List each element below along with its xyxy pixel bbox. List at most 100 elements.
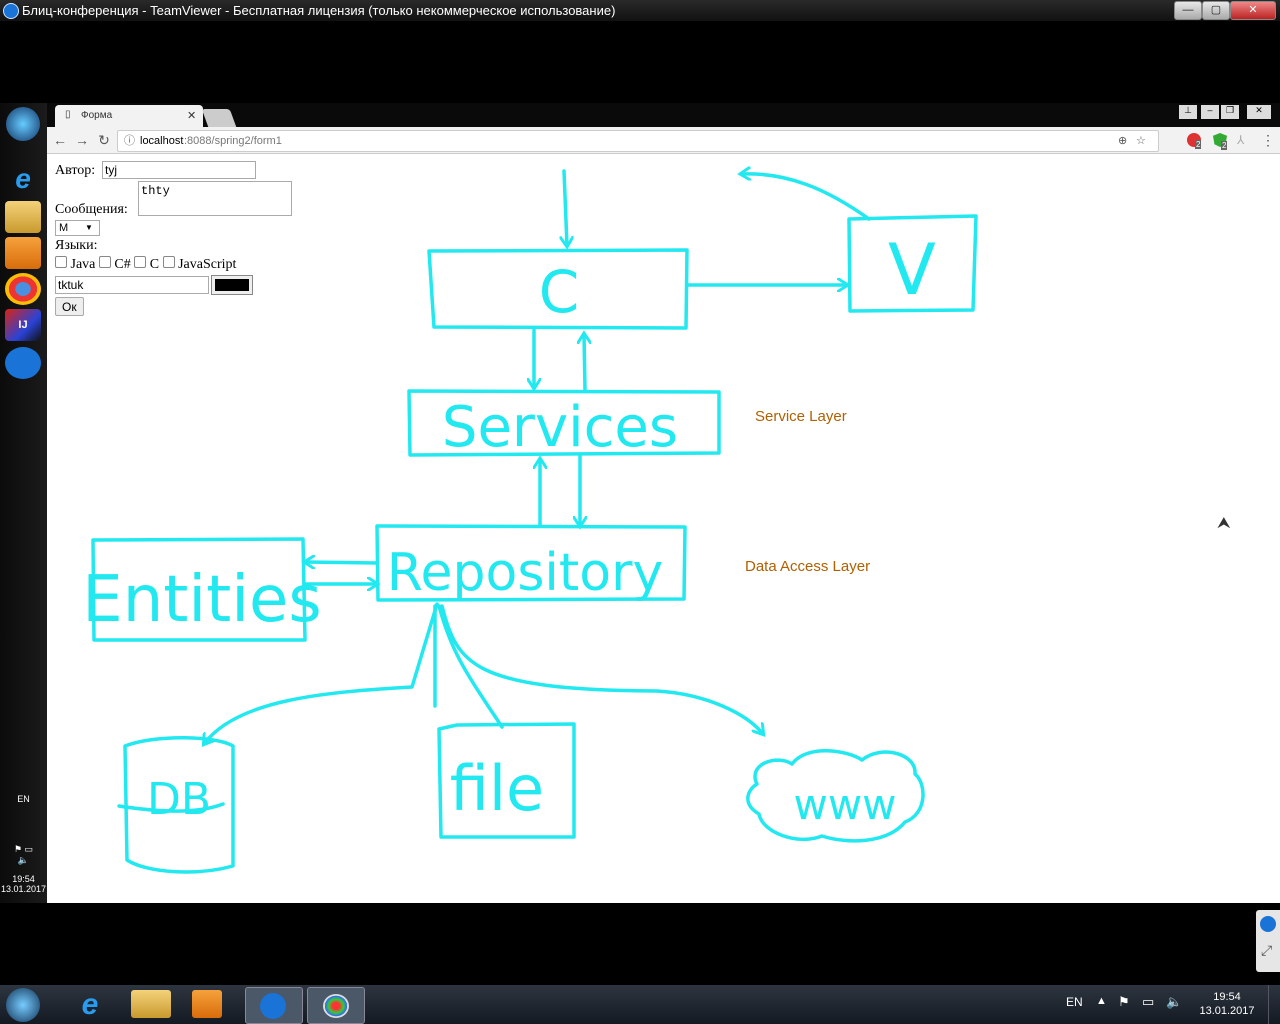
controller-box bbox=[427, 248, 689, 330]
shield-badge: 2 bbox=[1221, 141, 1228, 150]
message-label: Сообщения: bbox=[55, 202, 128, 217]
gender-selected-value: M bbox=[59, 222, 69, 234]
file-explorer-icon[interactable] bbox=[5, 201, 41, 233]
text-input[interactable] bbox=[55, 276, 209, 294]
intellij-icon[interactable]: IJ bbox=[5, 309, 41, 341]
teamviewer-side-panel: ⤢ bbox=[1256, 910, 1280, 972]
taskbar-teamviewer-icon[interactable] bbox=[245, 987, 303, 1024]
media-player-icon[interactable] bbox=[5, 237, 41, 269]
adblock-extension-icon[interactable]: 2 bbox=[1187, 133, 1202, 149]
minimize-button[interactable]: — bbox=[1174, 1, 1202, 20]
teamviewer-panel-icon[interactable] bbox=[1260, 916, 1276, 932]
box-entities-label: Entities bbox=[82, 563, 321, 637]
maximize-button[interactable]: ▢ bbox=[1202, 1, 1230, 20]
remote-clock-date: 13.01.2017 bbox=[0, 884, 47, 894]
checkbox-java[interactable] bbox=[55, 256, 67, 268]
remote-tray-icons: ⚑ ▭🔈 bbox=[13, 844, 34, 865]
taskbar-media-player-icon[interactable] bbox=[192, 990, 222, 1018]
volume-muted-icon[interactable]: 🔈 bbox=[1166, 994, 1183, 1009]
remote-lang-indicator[interactable]: EN bbox=[17, 794, 30, 804]
tab-form[interactable]: ▯ Форма ✕ bbox=[55, 105, 203, 127]
internet-explorer-icon[interactable]: e bbox=[15, 163, 31, 194]
remote-clock-time: 19:54 bbox=[12, 874, 35, 884]
adblock-badge: 2 bbox=[1195, 140, 1202, 149]
mouse-cursor-icon: ⮝ bbox=[1217, 515, 1231, 532]
local-taskbar: e EN ▲ ⚑ ▭ 🔈 19:54 13.01.2017 bbox=[0, 985, 1280, 1024]
services-to-controller-arrow bbox=[584, 334, 585, 392]
network-icon[interactable]: ▭ bbox=[1142, 994, 1155, 1009]
remote-taskbar: e IJ bbox=[0, 103, 47, 903]
db-cylinder-band bbox=[117, 802, 225, 813]
url-host: localhost bbox=[140, 135, 184, 147]
close-button[interactable]: ✕ bbox=[1230, 1, 1276, 20]
lang-indicator[interactable]: EN bbox=[1066, 995, 1083, 1009]
pdf-extension-icon[interactable]: ⅄ bbox=[1237, 133, 1245, 147]
browser-toolbar: ← → ↻ ⓘ localhost :8088/spring2/form1 ⊕ … bbox=[47, 127, 1280, 154]
teamviewer-icon[interactable] bbox=[5, 347, 41, 379]
repository-box bbox=[375, 524, 687, 602]
languages-checkbox-group: Java C# C JavaScript bbox=[55, 256, 236, 273]
data-access-layer-label: Data Access Layer bbox=[745, 558, 871, 575]
box-services-label: Services bbox=[442, 395, 678, 460]
box-www-label: www bbox=[793, 780, 896, 829]
start-button[interactable] bbox=[6, 988, 40, 1022]
browser-minimize-button[interactable]: – bbox=[1201, 105, 1219, 119]
www-cloud bbox=[746, 749, 925, 843]
db-link bbox=[204, 602, 439, 744]
browser-close-button[interactable]: ✕ bbox=[1247, 105, 1271, 119]
menu-icon[interactable]: ⋮ bbox=[1261, 132, 1275, 148]
color-picker[interactable] bbox=[211, 275, 253, 295]
language-label-c: C bbox=[149, 257, 160, 272]
clock-time: 19:54 bbox=[1213, 991, 1241, 1003]
back-icon[interactable]: ← bbox=[53, 132, 67, 148]
taskbar-paint-icon[interactable] bbox=[307, 987, 365, 1024]
checkbox-csharp[interactable] bbox=[98, 256, 111, 268]
submit-button[interactable]: Ок bbox=[55, 297, 84, 316]
box-file-label: file bbox=[450, 752, 544, 825]
author-label: Автор: bbox=[55, 163, 96, 178]
remote-tray: EN ⚑ ▭🔈 19:54 13.01.2017 bbox=[0, 780, 47, 900]
forward-icon[interactable]: → bbox=[75, 132, 89, 148]
browser-maximize-button[interactable]: ❐ bbox=[1221, 105, 1239, 119]
tab-bar: ▯ Форма ✕ ⊥ – ❐ ✕ bbox=[47, 103, 1280, 127]
action-center-flag-icon[interactable]: ⚑ bbox=[1118, 994, 1130, 1009]
new-tab-button[interactable] bbox=[201, 109, 237, 127]
page-icon: ▯ bbox=[65, 109, 71, 120]
browser-user-icon[interactable]: ⊥ bbox=[1179, 105, 1197, 119]
address-bar[interactable]: ⓘ localhost :8088/spring2/form1 ⊕ ☆ bbox=[117, 130, 1159, 152]
taskbar-explorer-icon[interactable] bbox=[131, 990, 171, 1018]
teamviewer-icon bbox=[260, 993, 286, 1019]
language-label-javascript: JavaScript bbox=[178, 257, 237, 272]
fullscreen-icon[interactable]: ⤢ bbox=[1261, 942, 1273, 958]
service-layer-label: Service Layer bbox=[755, 408, 847, 425]
show-desktop-button[interactable] bbox=[1268, 985, 1280, 1024]
db-cylinder bbox=[123, 736, 235, 874]
language-label-java: Java bbox=[70, 257, 96, 272]
info-icon[interactable]: ⓘ bbox=[124, 135, 135, 147]
chrome-icon[interactable] bbox=[5, 273, 41, 305]
reload-icon[interactable]: ↻ bbox=[98, 132, 110, 148]
clock[interactable]: 19:54 13.01.2017 bbox=[1194, 990, 1260, 1018]
window-title: Блиц-конференция - TeamViewer - Бесплатн… bbox=[22, 3, 616, 18]
box-v-label: V bbox=[888, 229, 936, 311]
chevron-down-icon: ▼ bbox=[85, 223, 93, 232]
teamviewer-bottom-area bbox=[0, 903, 1280, 985]
checkbox-c[interactable] bbox=[134, 256, 147, 268]
remote-start-icon[interactable] bbox=[6, 107, 40, 141]
bookmark-star-icon[interactable]: ☆ bbox=[1136, 135, 1146, 147]
tab-title: Форма bbox=[81, 110, 113, 121]
checkbox-javascript[interactable] bbox=[162, 256, 175, 268]
page-content: Автор: thty Сообщения: M ▼ Языки: Java C… bbox=[47, 154, 1280, 903]
file-box bbox=[437, 722, 576, 839]
color-swatch bbox=[215, 279, 249, 291]
entities-box bbox=[91, 537, 307, 642]
taskbar-ie-icon[interactable]: e bbox=[81, 988, 99, 1021]
message-textarea[interactable]: thty bbox=[138, 181, 292, 216]
gender-select[interactable]: M ▼ bbox=[55, 220, 100, 236]
clock-date: 13.01.2017 bbox=[1199, 1005, 1255, 1017]
tab-close-icon[interactable]: ✕ bbox=[187, 110, 197, 122]
author-input[interactable] bbox=[102, 161, 256, 179]
view-to-top-arrow bbox=[741, 174, 871, 221]
zoom-icon[interactable]: ⊕ bbox=[1118, 135, 1128, 147]
show-hidden-icons-icon[interactable]: ▲ bbox=[1096, 995, 1107, 1007]
